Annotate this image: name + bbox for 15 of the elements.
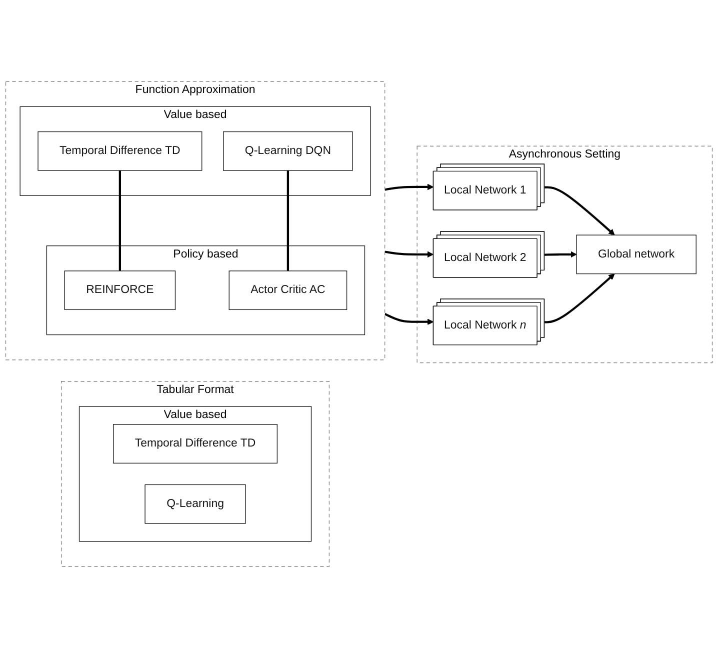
node-box: Q-Learning: [144, 484, 246, 524]
arrow: [544, 186, 615, 236]
node-box: Temporal Difference TD: [38, 131, 202, 171]
arrow: [384, 184, 434, 191]
arrow: [544, 274, 615, 324]
node-box: REINFORCE: [64, 270, 176, 310]
node-box: Actor Critic AC: [228, 270, 348, 310]
node-box: Q-Learning DQN: [223, 131, 353, 171]
node-box: Global network: [576, 234, 696, 274]
node-box: Temporal Difference TD: [113, 424, 278, 464]
arrow: [384, 312, 434, 325]
arrow: [544, 251, 577, 258]
connector: [286, 170, 290, 271]
arrow: [384, 250, 434, 258]
connector: [118, 170, 121, 271]
